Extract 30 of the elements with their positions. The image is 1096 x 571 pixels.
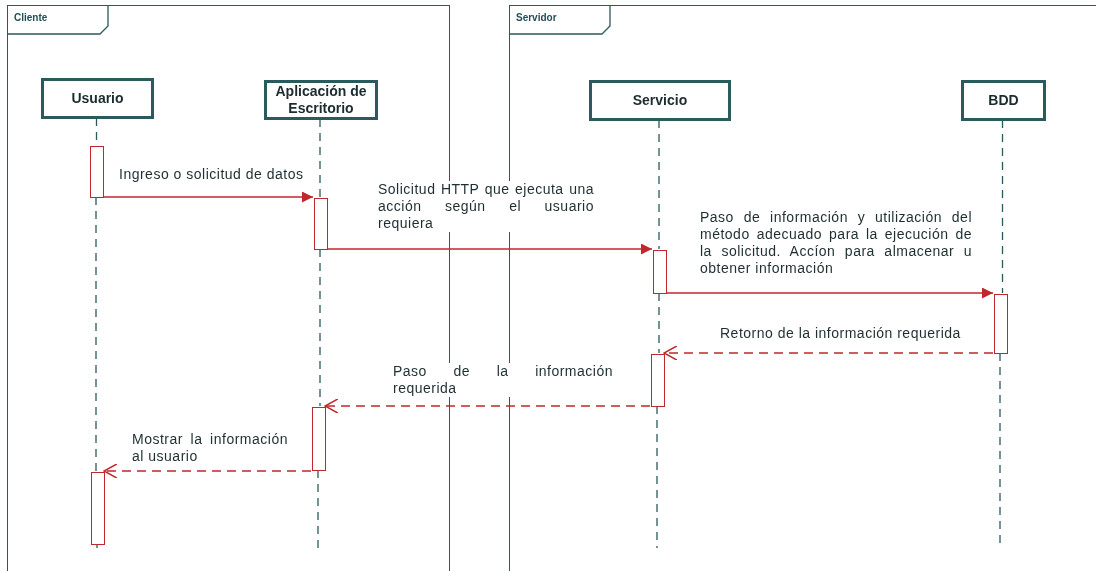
lifeline [317,469,319,549]
lifeline [96,543,98,549]
lifeline [95,196,97,472]
message-label: Solicitud HTTP que ejecuta una acción según el usuario requiera [378,181,594,232]
frame-title: Servidor [516,12,557,23]
lifeline-head: Servicio [589,80,731,121]
activation-bar [312,407,326,471]
activation-bar [653,250,667,294]
lifeline [658,292,660,354]
frame-title: Cliente [14,12,48,23]
lifeline-head: Aplicación de Escritorio [264,80,378,120]
activation-bar [91,472,105,545]
lifeline [319,248,321,407]
lifeline-head: Usuario [41,78,154,119]
activation-bar [314,198,328,250]
message-arrow [103,463,312,479]
message-arrow [324,398,651,414]
message-arrow [102,191,314,203]
message-label: Paso de la información requerida [393,363,613,397]
lifeline [1001,119,1004,294]
message-arrow [326,243,653,255]
activation-bar [651,354,665,407]
message-arrow [663,345,994,361]
lifeline [319,118,321,198]
lifeline [656,405,658,549]
activation-bar [994,294,1008,354]
lifeline [658,119,660,250]
message-arrow [665,287,994,299]
lifeline-head: BDD [961,80,1046,121]
activation-bar [90,146,104,198]
